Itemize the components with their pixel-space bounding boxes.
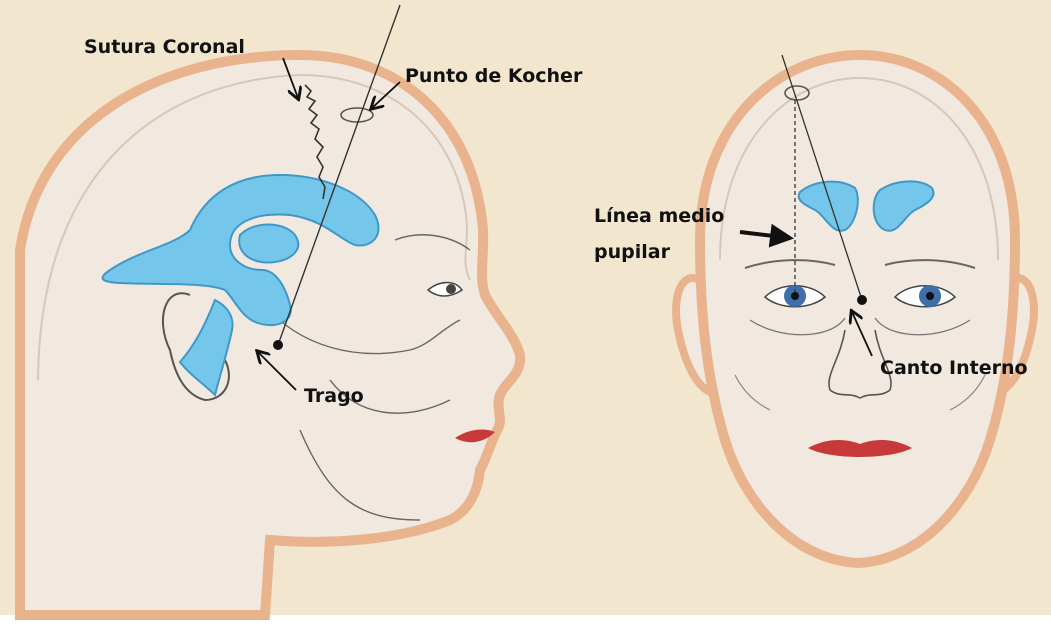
label-linea-medio-pupilar-line1: Línea medio bbox=[594, 205, 724, 227]
left-eye-pupil bbox=[791, 292, 799, 300]
label-punto-kocher: Punto de Kocher bbox=[405, 65, 583, 87]
lateral-eye-iris bbox=[446, 284, 456, 294]
label-canto-interno: Canto Interno bbox=[880, 357, 1028, 379]
label-linea-medio-pupilar-line2: pupilar bbox=[594, 241, 671, 263]
label-sutura-coronal: Sutura Coronal bbox=[84, 36, 245, 58]
right-eye-pupil bbox=[926, 292, 934, 300]
tragus-point bbox=[273, 340, 283, 350]
frontal-face-silhouette bbox=[700, 55, 1015, 563]
inner-canthus-point bbox=[857, 295, 867, 305]
label-trago: Trago bbox=[304, 385, 364, 407]
